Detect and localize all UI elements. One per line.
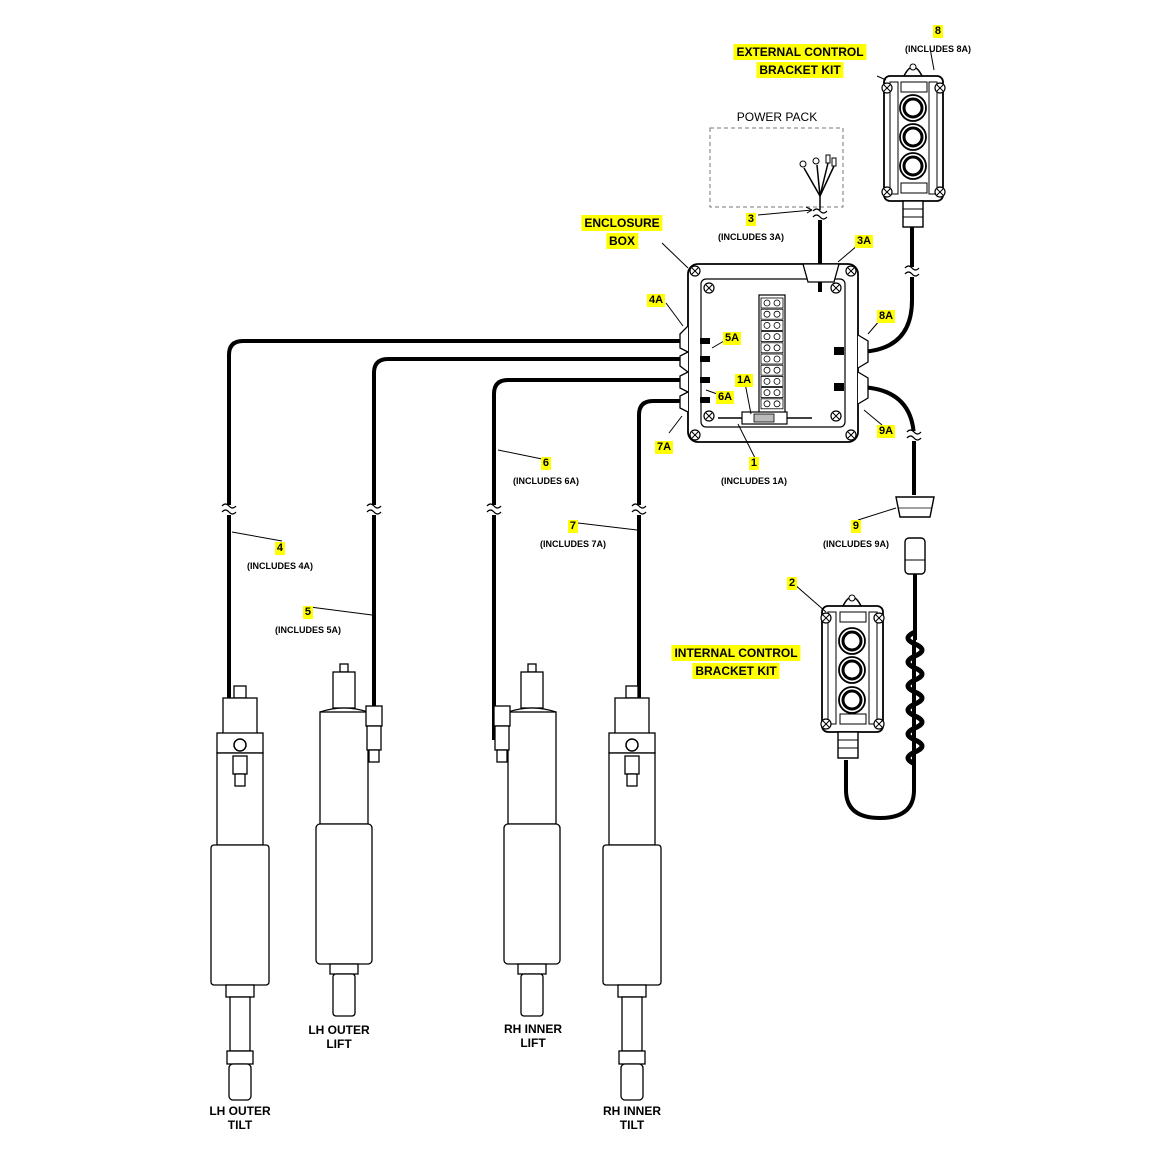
actuator-rh-inner-tilt — [602, 685, 662, 1101]
actuator-lh-outer-tilt — [210, 685, 270, 1101]
part-3-label: 3(INCLUDES 3A) — [717, 213, 785, 243]
power-pack-label: POWER PACK — [736, 110, 818, 124]
subpart-5a-label: 5A — [722, 332, 742, 345]
subpart-9a-label: 9A — [876, 425, 896, 438]
subpart-4a-label: 4A — [646, 294, 666, 307]
cable-7 — [637, 399, 690, 775]
internal-control-pendant — [820, 594, 885, 759]
cable-break-symbols — [221, 208, 922, 515]
cable-2-coil-return — [844, 640, 916, 821]
actuators — [210, 663, 662, 1101]
leader-lines — [231, 47, 935, 616]
subpart-8a-label: 8A — [876, 310, 896, 323]
part-1-label: 1(INCLUDES 1A) — [720, 457, 788, 487]
enclosure-box-label: ENCLOSURE BOX — [581, 214, 663, 251]
part-4-label: 4(INCLUDES 4A) — [246, 542, 314, 572]
internal-control-bracket-label: INTERNAL CONTROL BRACKET KIT — [671, 644, 801, 681]
subpart-6a-label: 6A — [715, 391, 735, 404]
external-control-bracket-label: EXTERNAL CONTROL BRACKET KIT — [733, 43, 867, 80]
subpart-1a-label: 1A — [734, 374, 754, 387]
part-8-label: 8(INCLUDES 8A) — [904, 25, 972, 55]
cable-5 — [372, 357, 690, 740]
enclosure-box — [679, 263, 869, 443]
part-2-label: 2 — [786, 577, 798, 590]
subpart-7a-label: 7A — [654, 441, 674, 454]
power-pack — [709, 127, 844, 210]
external-control-pendant — [881, 63, 946, 228]
cable-4 — [227, 339, 690, 745]
connector-9 — [895, 496, 935, 640]
part-6-label: 6(INCLUDES 6A) — [512, 457, 580, 487]
actuator-rh-inner-lift — [493, 663, 561, 1017]
part-5-label: 5(INCLUDES 5A) — [274, 606, 342, 636]
actuator-lh-outer-lift — [315, 663, 383, 1017]
cable-6 — [492, 378, 690, 740]
subpart-3a-label: 3A — [854, 235, 874, 248]
part-7-label: 7(INCLUDES 7A) — [539, 520, 607, 550]
part-9-label: 9(INCLUDES 9A) — [822, 520, 890, 550]
coil-cord — [905, 629, 925, 767]
cable-9 — [855, 385, 916, 495]
